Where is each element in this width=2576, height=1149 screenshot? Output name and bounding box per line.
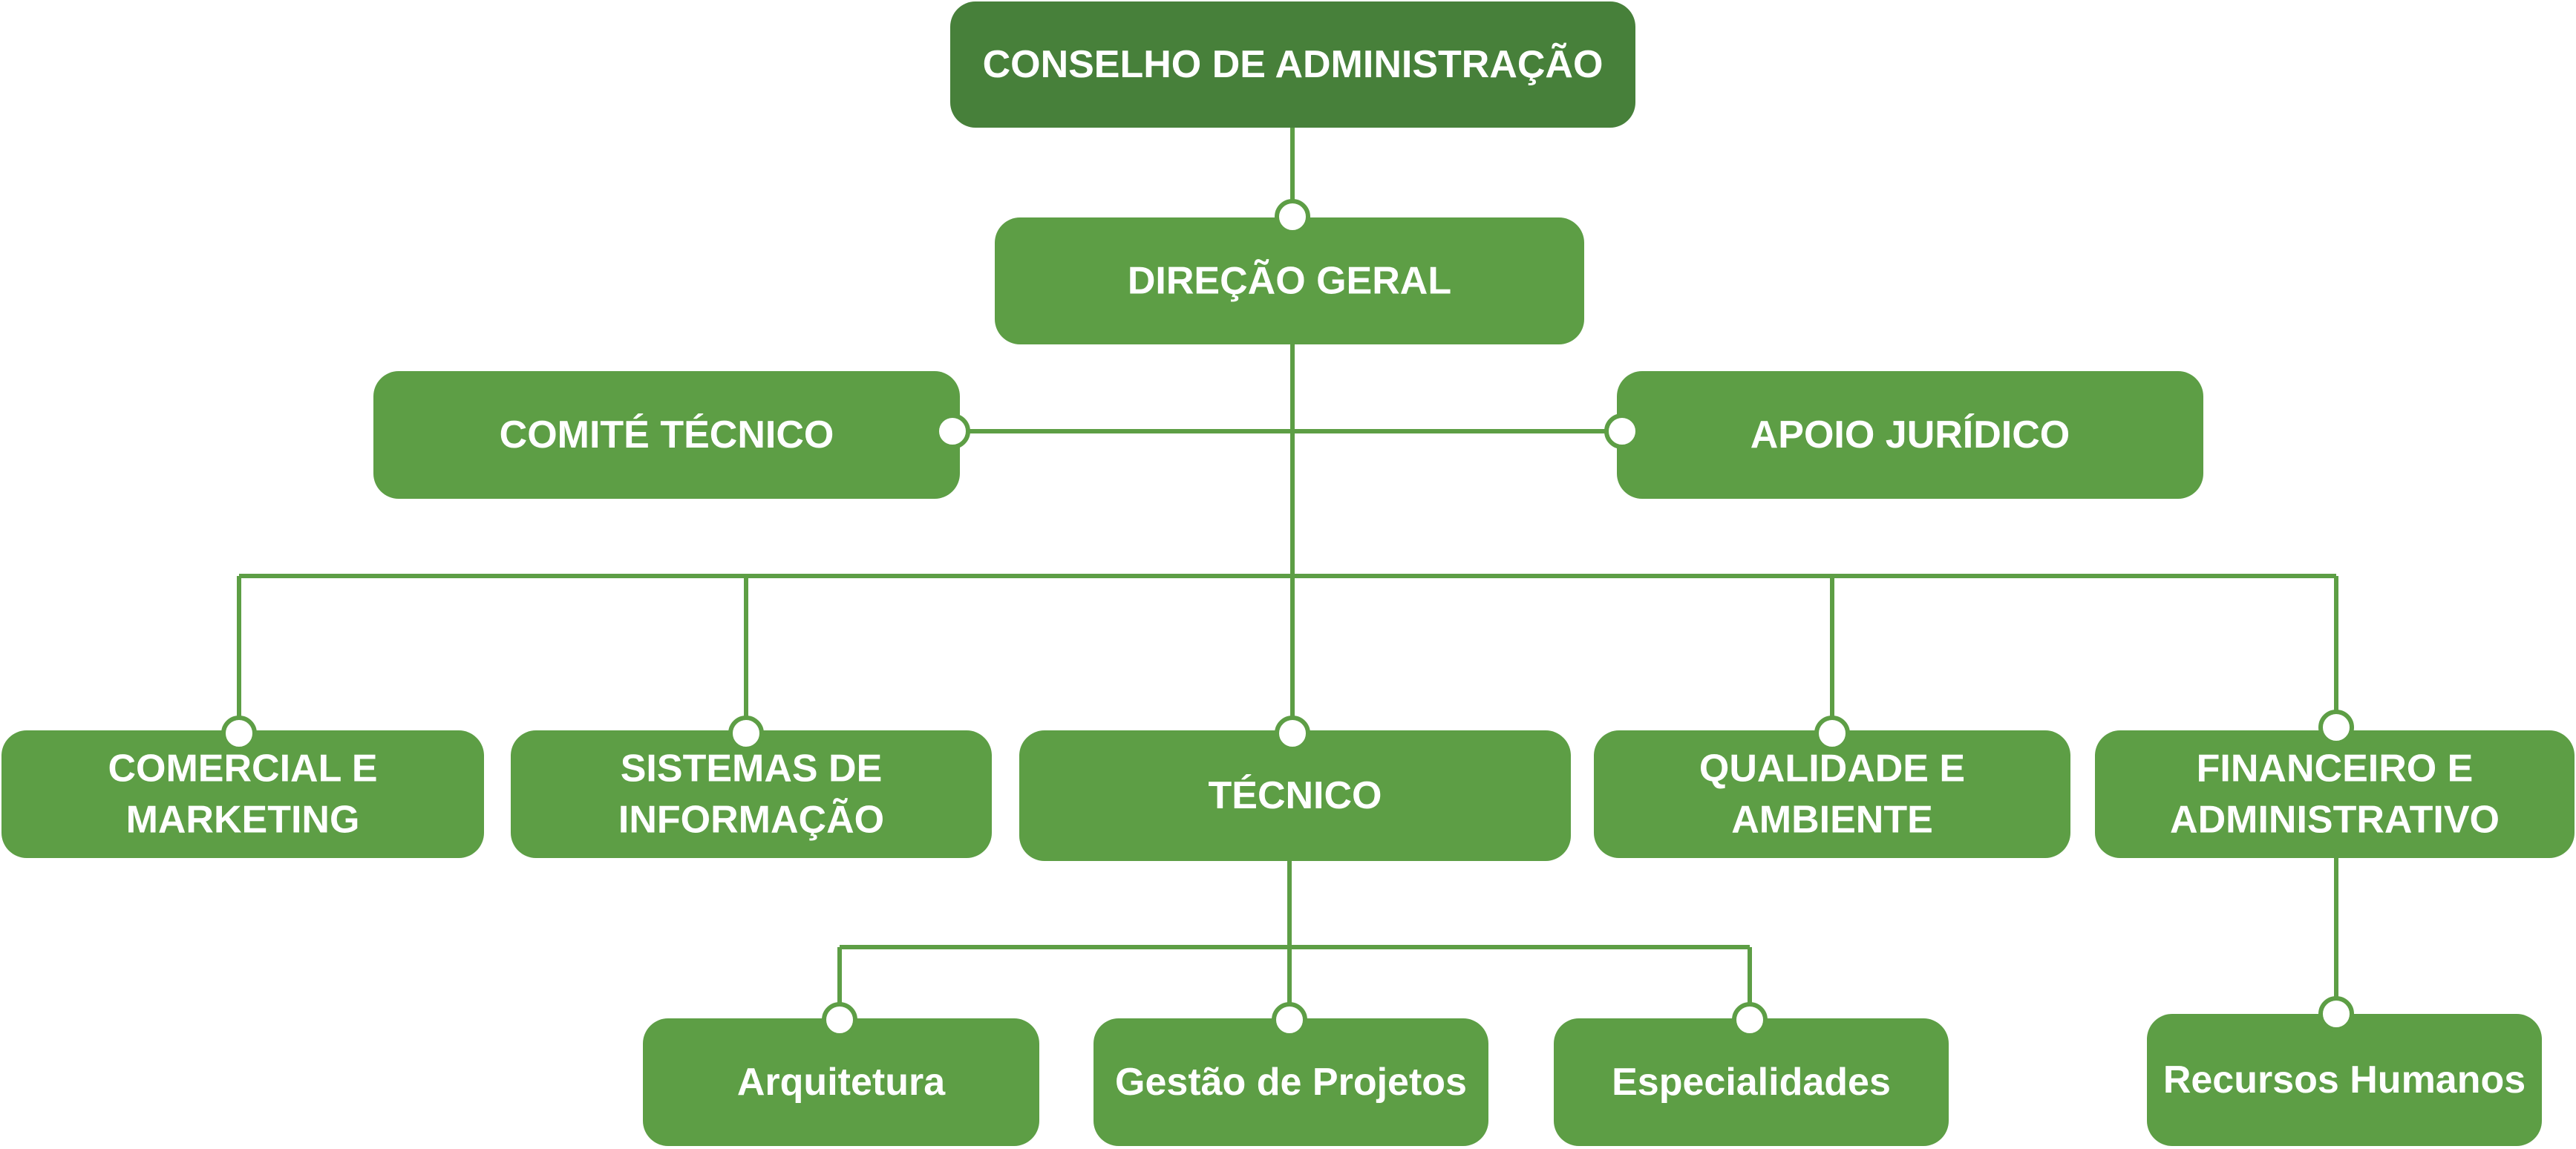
box-board: CONSELHO DE ADMINISTRAÇÃO	[950, 1, 1635, 128]
box-label-line: QUALIDADE E	[1699, 747, 1965, 790]
box-label-line: APOIO JURÍDICO	[1750, 413, 2070, 456]
box-label-line: AMBIENTE	[1731, 798, 1933, 841]
node-dot-direction	[1275, 199, 1310, 235]
box-label-line: MARKETING	[126, 798, 360, 841]
box-label-line: DIREÇÃO GERAL	[1128, 259, 1451, 303]
box-shape	[511, 730, 992, 858]
box-shape	[995, 217, 1584, 344]
box-technical-committee: COMITÉ TÉCNICO	[373, 371, 960, 499]
node-dot-projects	[1272, 1002, 1307, 1038]
box-label-line: COMITÉ TÉCNICO	[500, 413, 834, 456]
box-label-line: INFORMAÇÃO	[618, 797, 884, 841]
box-label-line: CONSELHO DE ADMINISTRAÇÃO	[983, 42, 1604, 86]
node-dot-finance	[2318, 710, 2354, 745]
connection-dots	[221, 199, 2354, 1038]
box-shape	[1094, 1018, 1488, 1146]
box-information-systems: SISTEMAS DE INFORMAÇÃO	[511, 730, 992, 858]
box-label-line: FINANCEIRO E	[2197, 747, 2474, 790]
node-dot-specialties	[1732, 1002, 1768, 1038]
box-architecture: Arquitetura	[643, 1018, 1039, 1146]
node-dot-technical	[1275, 716, 1310, 751]
box-general-direction: DIREÇÃO GERAL	[995, 217, 1584, 344]
box-shape	[1019, 730, 1571, 861]
box-label-line: Especialidades	[1612, 1061, 1891, 1104]
box-finance-admin: FINANCEIRO E ADMINISTRATIVO	[2095, 730, 2575, 858]
box-label-line: Recursos Humanos	[2163, 1058, 2526, 1101]
node-dot-committee	[935, 413, 970, 449]
box-shape	[1554, 1018, 1949, 1146]
node-dot-systems	[728, 716, 764, 751]
box-legal-support: APOIO JURÍDICO	[1617, 371, 2203, 499]
box-specialties: Especialidades	[1554, 1018, 1949, 1146]
box-label-line: Arquitetura	[737, 1061, 946, 1104]
box-human-resources: Recursos Humanos	[2147, 1014, 2542, 1146]
box-shape	[1594, 730, 2070, 858]
box-label-line: Gestão de Projetos	[1115, 1061, 1467, 1104]
box-label-line: COMERCIAL E	[108, 747, 377, 790]
node-dot-architecture	[822, 1002, 857, 1038]
box-shape	[950, 1, 1635, 128]
box-shape	[373, 371, 960, 499]
node-dot-quality	[1814, 716, 1850, 751]
box-label-line: ADMINISTRATIVO	[2170, 798, 2500, 841]
box-project-management: Gestão de Projetos	[1094, 1018, 1488, 1146]
node-dot-commercial	[221, 716, 257, 751]
node-dot-hr	[2318, 996, 2354, 1032]
node-dot-legal	[1604, 413, 1640, 449]
box-shape	[1, 730, 484, 858]
box-quality-environment: QUALIDADE E AMBIENTE	[1594, 730, 2070, 858]
box-label-line: TÉCNICO	[1209, 774, 1382, 817]
box-shape	[643, 1018, 1039, 1146]
box-shape	[2095, 730, 2575, 858]
connectors	[237, 128, 2338, 1020]
box-shape	[2147, 1014, 2542, 1146]
box-label-line: SISTEMAS DE	[621, 747, 883, 790]
box-shape	[1617, 371, 2203, 499]
box-technical: TÉCNICO	[1019, 730, 1571, 861]
box-commercial-marketing: COMERCIAL E MARKETING	[1, 730, 484, 858]
